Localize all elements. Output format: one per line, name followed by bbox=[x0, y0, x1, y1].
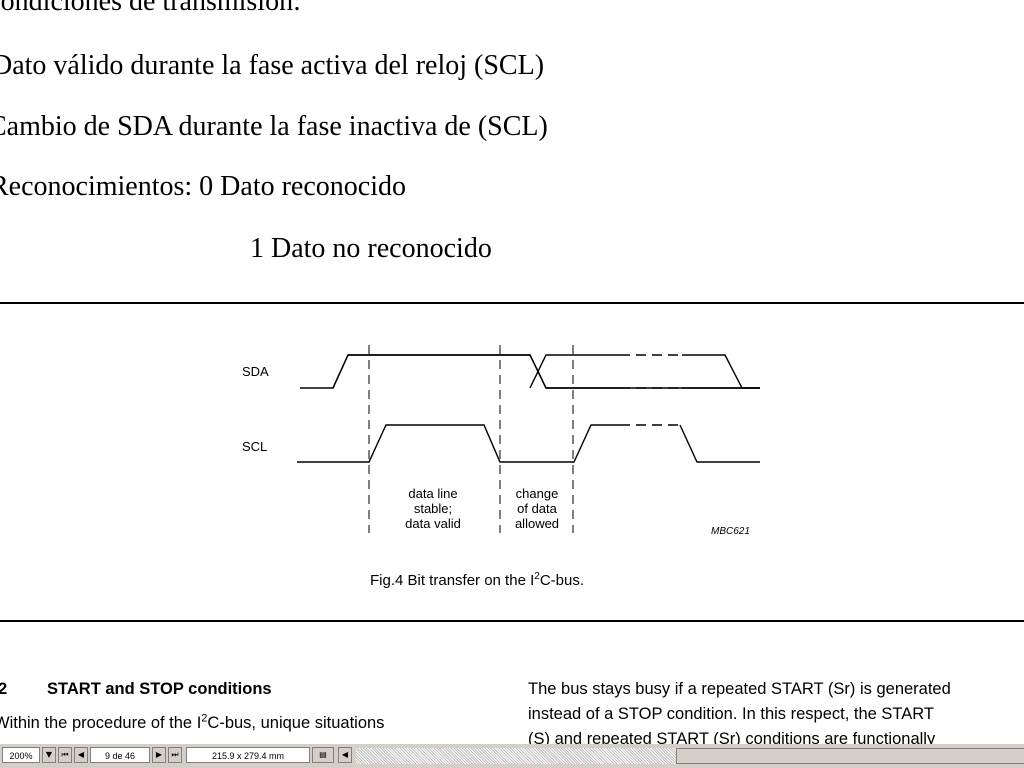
viewer-status-bar: 200% ▼ ⏮ ◀ 9 de 46 ▶ ⏭ 215.9 x 279.4 mm … bbox=[0, 744, 1024, 768]
section-number: 2 bbox=[0, 680, 8, 698]
scl-waveform bbox=[297, 424, 620, 463]
slide-line-1: Condiciones de transmisión: bbox=[0, 0, 301, 17]
previous-page-icon[interactable]: ◀ bbox=[74, 747, 88, 763]
region1-line2: stable; bbox=[414, 501, 452, 516]
left-paragraph: Within the procedure of the I2C-bus, uni… bbox=[0, 712, 385, 732]
sda-label: SDA bbox=[242, 364, 269, 379]
bit-transfer-diagram: SDA SCL data line stable; data valid cha… bbox=[242, 345, 760, 537]
scl-fall-end bbox=[679, 424, 760, 463]
sda-waveform-a bbox=[348, 354, 547, 389]
scroll-left-icon[interactable]: ◀ bbox=[338, 747, 352, 763]
next-page-icon[interactable]: ▶ bbox=[152, 747, 166, 763]
zoom-field[interactable]: 200% bbox=[2, 747, 40, 763]
right-line-1: The bus stays busy if a repeated START (… bbox=[528, 680, 951, 698]
page-size-field: 215.9 x 279.4 mm bbox=[186, 747, 310, 763]
right-line-3: (S) and repeated START (Sr) conditions a… bbox=[528, 730, 936, 748]
page-number-field[interactable]: 9 de 46 bbox=[90, 747, 150, 763]
bottom-divider bbox=[0, 620, 1024, 622]
region1-line1: data line bbox=[408, 486, 457, 501]
region1-line3: data valid bbox=[405, 516, 461, 531]
slide-line-2: Dato válido durante la fase activa del r… bbox=[0, 50, 545, 81]
zoom-dropdown-icon[interactable]: ▼ bbox=[42, 747, 56, 763]
sda-rise bbox=[332, 354, 349, 389]
section-title: START and STOP conditions bbox=[47, 680, 272, 698]
slide-line-5: 1 Dato no reconocido bbox=[250, 233, 492, 264]
sda-fall-end bbox=[682, 354, 760, 389]
region2-line2: of data bbox=[517, 501, 558, 516]
horizontal-scrollbar[interactable] bbox=[356, 748, 1024, 764]
first-page-icon[interactable]: ⏮ bbox=[58, 747, 72, 763]
scl-label: SCL bbox=[242, 439, 267, 454]
slide-line-3: Cambio de SDA durante la fase inactiva d… bbox=[0, 111, 548, 142]
figure-code: MBC621 bbox=[711, 526, 750, 537]
top-divider bbox=[0, 302, 1024, 304]
scrollbar-thumb[interactable] bbox=[676, 748, 1024, 764]
figure-caption: Fig.4 Bit transfer on the I2C-bus. bbox=[370, 571, 584, 590]
slide-line-4: Reconocimientos: 0 Dato reconocido bbox=[0, 171, 406, 202]
right-line-2: instead of a STOP condition. In this res… bbox=[528, 705, 934, 723]
sda-waveform-high bbox=[529, 354, 620, 389]
region2-line1: change bbox=[516, 486, 559, 501]
last-page-icon[interactable]: ⏭ bbox=[168, 747, 182, 763]
region2-line3: allowed bbox=[515, 516, 559, 531]
page-layout-icon[interactable]: ▤ bbox=[312, 747, 334, 763]
